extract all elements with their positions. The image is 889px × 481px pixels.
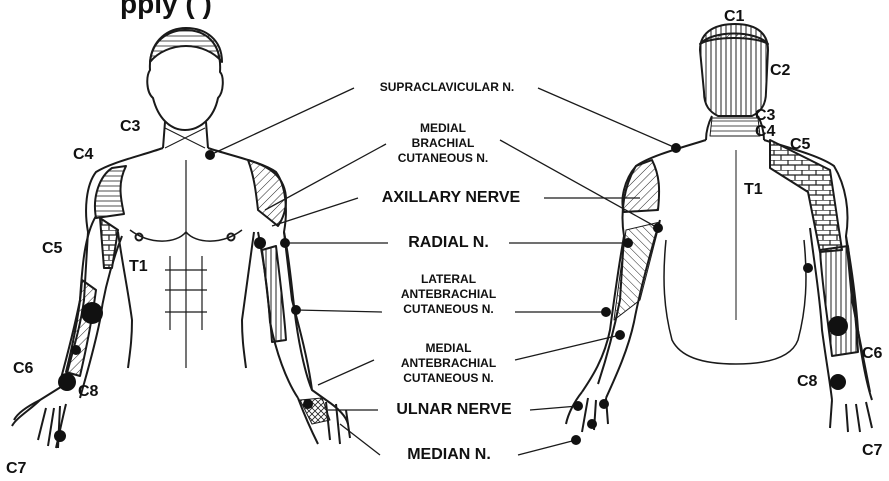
marker-dot [205, 150, 215, 160]
segment-label-c7-right: C7 [862, 442, 882, 460]
label-line: ANTEBRACHIAL [382, 287, 515, 302]
marker-dot [71, 345, 81, 355]
segment-label-t1-right: T1 [744, 181, 763, 199]
label-medial-brachial-cutaneous-n: MEDIAL BRACHIAL CUTANEOUS N. [386, 121, 500, 166]
posterior-figure [566, 24, 872, 432]
label-line: BRACHIAL [386, 136, 500, 151]
marker-dot [280, 238, 290, 248]
label-line: MEDIAL [382, 341, 515, 356]
label-line: ANTEBRACHIAL [382, 356, 515, 371]
label-medial-antebrachial-cutaneous-n: MEDIAL ANTEBRACHIAL CUTANEOUS N. [382, 341, 515, 386]
segment-label-c8: C8 [78, 383, 98, 401]
segment-label-t1: T1 [129, 258, 148, 276]
segment-label-c5: C5 [42, 240, 62, 258]
marker-dot [623, 238, 633, 248]
marker-dot [671, 143, 681, 153]
marker-dot [81, 302, 103, 324]
marker-dot [830, 374, 846, 390]
marker-dot [587, 419, 597, 429]
label-line: MEDIAL [386, 121, 500, 136]
segment-label-c7: C7 [6, 460, 26, 478]
segment-label-c3: C3 [120, 118, 140, 136]
label-axillary-nerve: AXILLARY NERVE [358, 189, 544, 207]
page-title: pply ( ) [120, 0, 212, 20]
marker-dot [828, 316, 848, 336]
marker-dot [615, 330, 625, 340]
segment-label-c2-right: C2 [770, 62, 790, 80]
segment-label-c1-right: C1 [724, 8, 744, 26]
marker-dot [653, 223, 663, 233]
segment-label-c6: C6 [13, 360, 33, 378]
segment-label-c4: C4 [73, 146, 93, 164]
label-line: CUTANEOUS N. [382, 371, 515, 386]
label-supraclavicular-n: SUPRACLAVICULAR N. [356, 80, 538, 95]
marker-dot [291, 305, 301, 315]
marker-dot [599, 399, 609, 409]
label-lateral-antebrachial-cutaneous-n: LATERAL ANTEBRACHIAL CUTANEOUS N. [382, 272, 515, 317]
label-line: LATERAL [382, 272, 515, 287]
marker-dot [573, 401, 583, 411]
label-line: CUTANEOUS N. [386, 151, 500, 166]
segment-label-c5-right: C5 [790, 136, 810, 154]
marker-dot [803, 263, 813, 273]
label-line: CUTANEOUS N. [382, 302, 515, 317]
marker-dot [601, 307, 611, 317]
segment-label-c8-right: C8 [797, 373, 817, 391]
segment-label-c4-right: C4 [755, 123, 775, 141]
marker-dot [54, 430, 66, 442]
marker-dot [571, 435, 581, 445]
label-radial-n: RADIAL N. [388, 234, 509, 252]
marker-dot [303, 399, 313, 409]
label-ulnar-nerve: ULNAR NERVE [378, 401, 530, 419]
label-median-n: MEDIAN N. [380, 446, 518, 464]
marker-dot [58, 373, 76, 391]
marker-dot [254, 237, 266, 249]
segment-label-c6-right: C6 [862, 345, 882, 363]
